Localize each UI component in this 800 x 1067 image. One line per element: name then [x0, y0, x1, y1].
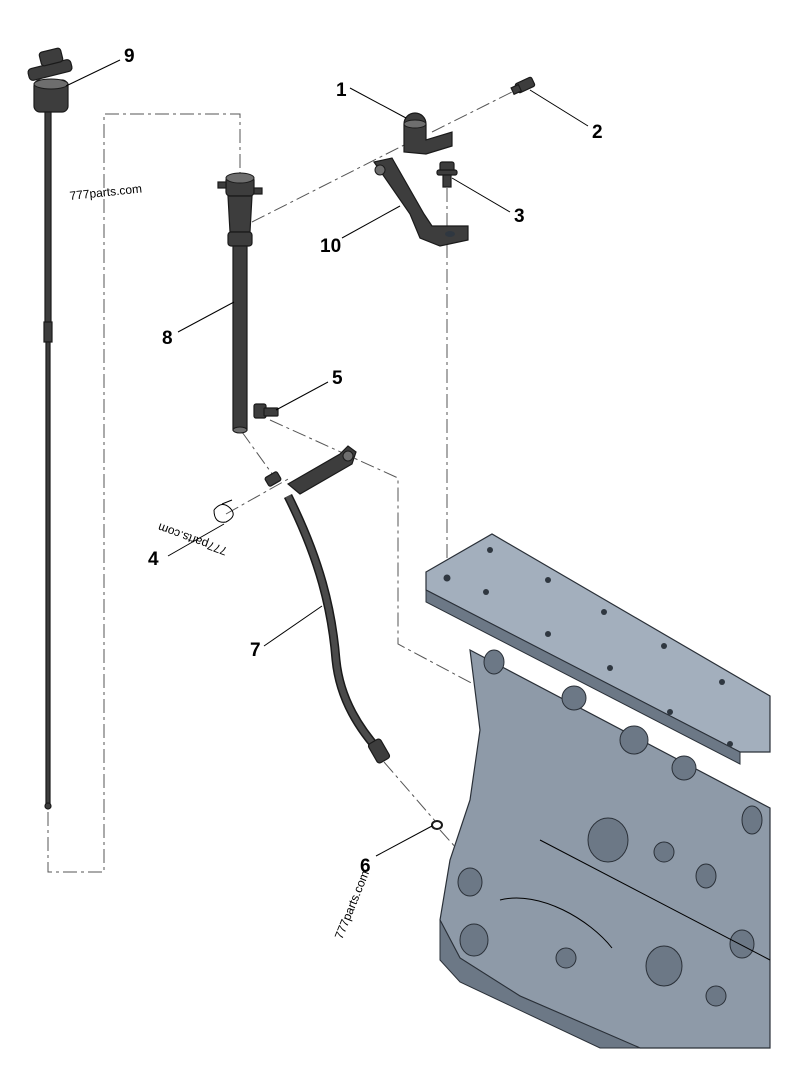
callout-10: 10	[320, 236, 341, 257]
watermarks: 777parts.com 777parts.com 777parts.com	[69, 181, 372, 941]
callout-3: 3	[514, 206, 525, 227]
callout-6: 6	[360, 856, 371, 877]
part-3-bolt	[436, 161, 458, 188]
callout-7: 7	[250, 640, 261, 661]
callout-8: 8	[162, 328, 173, 349]
part-10-bracket	[372, 157, 469, 247]
callout-4: 4	[148, 549, 159, 570]
engine-block-bosses	[457, 649, 763, 1007]
engine-block	[425, 533, 771, 1049]
callout-2: 2	[592, 122, 603, 143]
callout-5: 5	[332, 368, 343, 389]
watermark-bottom: 777parts.com	[332, 868, 372, 941]
part-4-clip	[213, 499, 234, 523]
part-5-bolt	[253, 403, 279, 419]
callout-labels: 1 2 3 4 5 6 7 8 9 10	[124, 46, 603, 877]
leader-lines	[65, 59, 589, 857]
part-9-dipstick	[27, 47, 73, 810]
part-2-bolt	[510, 76, 536, 96]
watermark-middle: 777parts.com	[156, 520, 229, 558]
part-6-o-ring	[431, 820, 443, 830]
engine-block-bolt-holes	[443, 547, 733, 747]
watermark-top-left: 777parts.com	[69, 181, 143, 203]
part-8-dipstick-tube	[217, 172, 263, 434]
part-7-gauge-tube	[264, 445, 391, 764]
part-1-clamp	[403, 112, 453, 155]
callout-1: 1	[336, 80, 347, 101]
callout-9: 9	[124, 46, 135, 67]
